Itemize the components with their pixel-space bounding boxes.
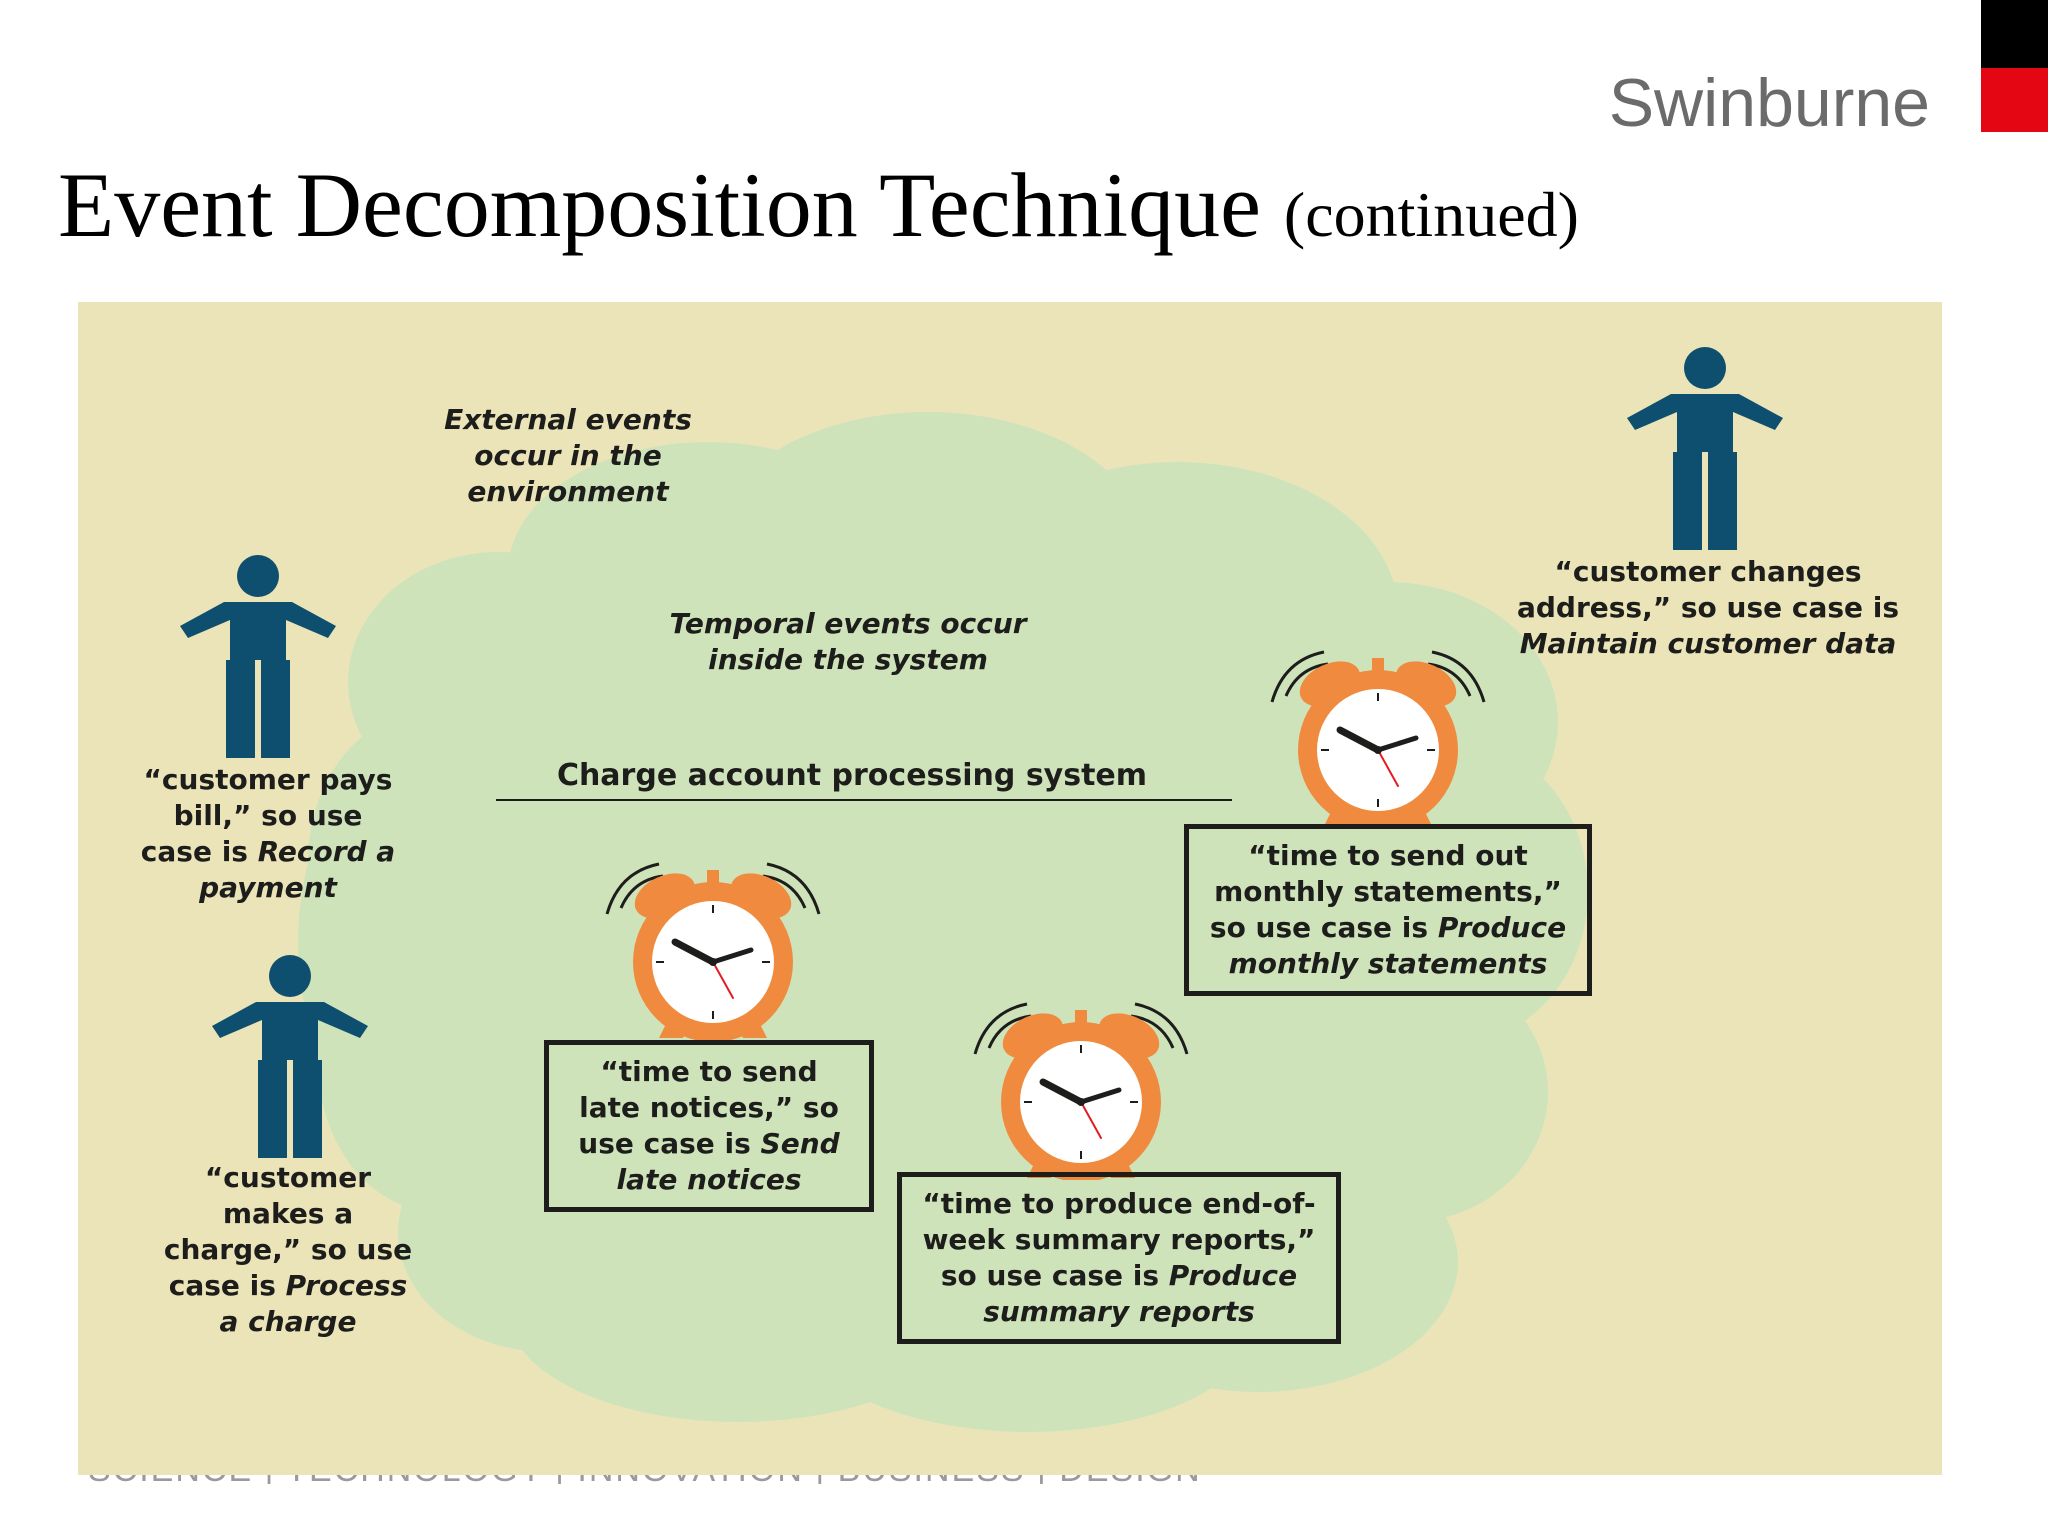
use-case-name: summary reports [983, 1295, 1255, 1328]
alarm-clock-icon [605, 862, 821, 1040]
actor-label-makes-charge: “customer makes a charge,” so use case i… [138, 1160, 438, 1340]
title-sub: (continued) [1283, 179, 1579, 250]
label-line: so use case is Produce [1210, 910, 1566, 946]
label-line: inside the system [708, 643, 988, 676]
use-case-name: payment [199, 871, 337, 904]
label-text: use case is [578, 1127, 761, 1160]
label-line: “customer pays [143, 763, 393, 796]
label-line: use case is Send [578, 1126, 839, 1162]
label-line: “time to produce end-of- [922, 1187, 1316, 1220]
label-text: so use case is [940, 1259, 1169, 1292]
use-case-name: Produce [1168, 1259, 1298, 1292]
temporal-label: “time to send out monthly statements,” s… [1210, 838, 1566, 982]
label-line: Temporal events occur [669, 607, 1027, 640]
label-line: monthly statements,” [1214, 875, 1562, 908]
temporal-box-late-notices: “time to send late notices,” so use case… [544, 1040, 874, 1212]
person-icon [212, 955, 368, 1158]
label-text: case is [140, 835, 258, 868]
external-events-label: External events occur in the environment [358, 402, 778, 510]
label-text: so use case is [1209, 911, 1438, 944]
label-line: “customer changes [1554, 555, 1862, 588]
label-line: charge,” so use [163, 1233, 413, 1266]
temporal-box-summary-reports: “time to produce end-of- week summary re… [897, 1172, 1341, 1344]
use-case-name: monthly statements [1228, 947, 1548, 980]
use-case-name: Produce [1437, 911, 1567, 944]
title-main: Event Decomposition Technique [58, 154, 1261, 256]
event-diagram: External events occur in the environment… [78, 302, 1942, 1475]
label-line: External events [444, 403, 692, 436]
temporal-label: “time to produce end-of- week summary re… [922, 1186, 1315, 1330]
slide-title: Event Decomposition Technique (continued… [58, 152, 1579, 258]
use-case-name: a charge [219, 1305, 357, 1338]
label-line: “customer [204, 1161, 372, 1194]
label-line: late notices,” so [579, 1091, 839, 1124]
label-line: week summary reports,” [922, 1223, 1316, 1256]
use-case-name: late notices [616, 1163, 802, 1196]
brand-bar-black [1981, 0, 2048, 68]
person-icon [1627, 347, 1783, 550]
use-case-name: Record a [257, 835, 396, 868]
use-case-name: Send [760, 1127, 840, 1160]
label-text: case is [168, 1269, 286, 1302]
label-line: so use case is Produce [922, 1258, 1315, 1294]
actor-label-changes-address: “customer changes address,” so use case … [1498, 554, 1918, 662]
label-line: bill,” so use [173, 799, 363, 832]
label-line: address,” so use case is [1516, 591, 1900, 624]
label-line: case is Record a [118, 834, 418, 870]
alarm-clock-icon [973, 1002, 1189, 1180]
temporal-box-monthly-statements: “time to send out monthly statements,” s… [1184, 824, 1592, 996]
system-title: Charge account processing system [556, 758, 1148, 793]
label-line: makes a [222, 1197, 354, 1230]
brand-bar-red [1981, 68, 2048, 132]
label-line: occur in the [474, 439, 662, 472]
brand-name: Swinburne [1608, 65, 1930, 141]
temporal-events-label: Temporal events occur inside the system [598, 606, 1098, 678]
label-line: “time to send out [1248, 839, 1528, 872]
actor-label-pays-bill: “customer pays bill,” so use case is Rec… [118, 762, 418, 906]
label-line: case is Process [138, 1268, 438, 1304]
use-case-name: Maintain customer data [1519, 627, 1897, 660]
person-icon [180, 555, 336, 758]
label-line: “time to send [600, 1055, 818, 1088]
alarm-clock-icon [1270, 650, 1486, 828]
label-line: environment [467, 475, 669, 508]
temporal-label: “time to send late notices,” so use case… [578, 1054, 839, 1198]
use-case-name: Process [285, 1269, 408, 1302]
system-title-underline [496, 799, 1232, 801]
